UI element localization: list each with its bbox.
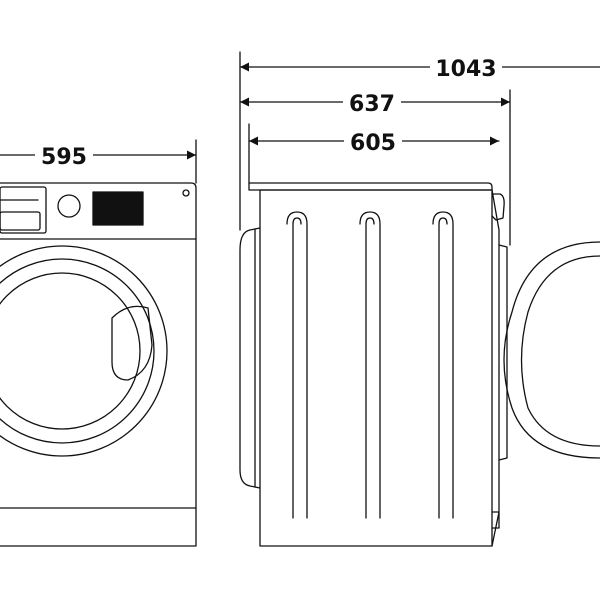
side-top-lid [248, 182, 493, 191]
label-605: 605 [350, 131, 396, 156]
front-view [0, 182, 197, 547]
side-door-profile [239, 227, 261, 489]
program-knob-icon [57, 194, 81, 218]
side-body [259, 189, 493, 547]
label-595: 595 [41, 145, 87, 170]
side-grooves [286, 211, 454, 519]
dimension-labels: 1043 637 605 595 [35, 53, 502, 170]
front-door [0, 245, 168, 457]
display-panel [92, 191, 144, 226]
power-button-icon [182, 189, 190, 197]
side-back-panel [491, 189, 500, 547]
door-handle-icon [111, 305, 153, 381]
label-637: 637 [349, 92, 395, 117]
side-view [239, 182, 508, 547]
front-body-outline [0, 182, 197, 547]
open-door-view [503, 241, 600, 459]
detergent-drawer-icon [0, 186, 47, 234]
hose-connector-icon [491, 193, 505, 221]
label-1043: 1043 [435, 57, 496, 82]
